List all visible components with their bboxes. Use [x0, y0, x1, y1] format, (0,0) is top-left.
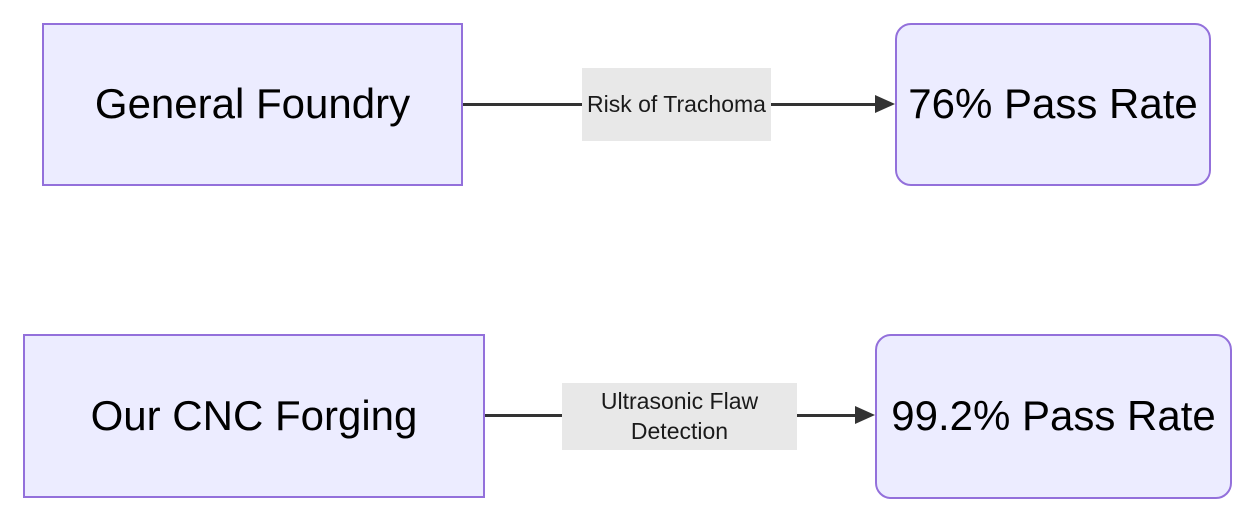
node-label: 76% Pass Rate — [908, 80, 1198, 128]
node-99-2-pass-rate: 99.2% Pass Rate — [875, 334, 1232, 499]
node-76-pass-rate: 76% Pass Rate — [895, 23, 1211, 186]
node-label: Our CNC Forging — [90, 391, 418, 439]
edge-label-text: Ultrasonic Flaw Detection — [600, 387, 759, 444]
arrowhead-icon — [855, 406, 875, 424]
node-our-cnc-forging: Our CNC Forging — [23, 334, 485, 498]
node-label: General Foundry — [94, 80, 411, 128]
arrowhead-icon — [875, 95, 895, 113]
edge-label-ultrasonic-flaw-detection: Ultrasonic Flaw Detection — [562, 383, 797, 450]
edge-label-text: Risk of Trachoma — [587, 90, 766, 117]
edge-label-risk-of-trachoma: Risk of Trachoma — [582, 68, 771, 141]
node-label: 99.2% Pass Rate — [891, 392, 1216, 440]
node-general-foundry: General Foundry — [42, 23, 463, 186]
